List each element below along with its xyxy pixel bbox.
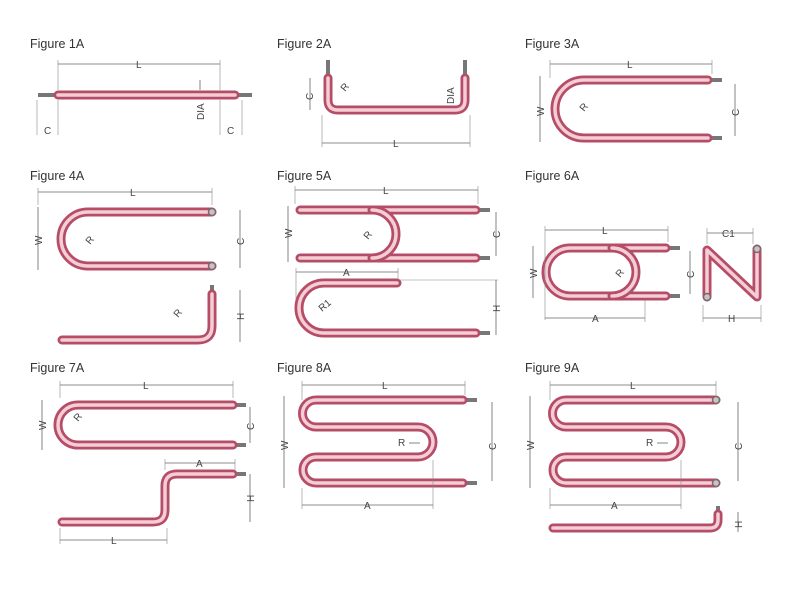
tube-highlight — [544, 246, 668, 298]
dim-label: C — [731, 109, 742, 116]
dim-label: C — [492, 231, 503, 238]
dim-label: C — [44, 126, 51, 137]
figure-title: Figure 8A — [277, 361, 332, 375]
dim-label: W — [529, 268, 540, 278]
dim-label: H — [246, 495, 257, 502]
dim-label: L — [143, 381, 149, 392]
tube-highlight — [60, 292, 214, 342]
tube — [298, 395, 468, 488]
figure-title: Figure 3A — [525, 37, 580, 51]
tube-end-cap — [752, 244, 762, 254]
dim-label: W — [38, 420, 49, 430]
tube — [550, 75, 713, 143]
tube-end-cap — [711, 478, 721, 488]
tube — [367, 205, 401, 263]
dim-label: DIA — [446, 87, 457, 104]
tube-end-cap — [702, 292, 712, 302]
tube — [323, 73, 470, 115]
dim-label: L — [627, 60, 633, 71]
dim-label: R1 — [317, 297, 334, 314]
dim-label: C — [734, 443, 745, 450]
dim-label: L — [382, 381, 388, 392]
dim-label: A — [611, 501, 618, 512]
dim-label: C — [686, 271, 697, 278]
tube-highlight — [705, 247, 759, 299]
figure-title: Figure 2A — [277, 37, 332, 51]
figure-4a: Figure 4A L W R C R H — [30, 169, 247, 345]
dim-label: C — [246, 423, 257, 430]
dim-label: C — [227, 126, 234, 137]
dim-label: R — [614, 267, 627, 280]
dim-label: L — [136, 60, 142, 71]
dim-label: A — [364, 501, 371, 512]
tube — [57, 289, 217, 345]
figure-title: Figure 7A — [30, 361, 85, 375]
figure-title: Figure 4A — [30, 169, 85, 183]
dim-label: R — [646, 438, 653, 449]
figure-title: Figure 9A — [525, 361, 580, 375]
figure-9a: Figure 9A L W R C A H — [525, 361, 745, 533]
dim-label: L — [393, 139, 399, 150]
figure-title: Figure 6A — [525, 169, 580, 183]
figure-1a: Figure 1A L DIA C C — [30, 37, 252, 137]
dim-label: R — [84, 234, 97, 247]
figure-6a: Figure 6A L W R C A C1 H — [525, 169, 762, 325]
tube-end-cap — [207, 261, 217, 271]
tube-end-cap — [711, 395, 721, 405]
dim-label: L — [630, 381, 636, 392]
dim-label: R — [398, 438, 405, 449]
figure-7a: Figure 7A L W R C A H L — [30, 361, 257, 547]
figure-3a: Figure 3A L W R C — [525, 37, 742, 143]
figure-2a: Figure 2A C R DIA L — [277, 37, 471, 150]
figure-title: Figure 1A — [30, 37, 85, 51]
tube — [57, 469, 238, 527]
dim-label: C — [305, 93, 316, 100]
dim-label: L — [602, 226, 608, 237]
dim-label: R — [578, 101, 591, 114]
tube-highlight — [300, 398, 465, 485]
tube-highlight — [60, 472, 235, 524]
tube — [548, 395, 721, 488]
dim-label: H — [728, 314, 735, 325]
dim-label: C — [236, 238, 247, 245]
dim-label: W — [536, 106, 547, 116]
figure-title: Figure 5A — [277, 169, 332, 183]
dim-label: R — [339, 81, 352, 94]
dim-label: C — [488, 443, 499, 450]
dim-label: A — [592, 314, 599, 325]
tube-highlight — [326, 76, 467, 112]
dim-label: H — [492, 305, 503, 312]
tube — [541, 243, 671, 301]
dim-label: H — [734, 521, 745, 528]
dim-label: H — [236, 313, 247, 320]
figure-5a: Figure 5A L W R C A R1 H — [277, 169, 503, 338]
dim-label: L — [111, 536, 117, 547]
tube-highlight — [56, 403, 235, 447]
tube-highlight — [297, 281, 478, 335]
tube-highlight — [610, 246, 638, 298]
tube — [53, 400, 238, 450]
dim-label: W — [284, 228, 295, 238]
tube-end-cap — [207, 207, 217, 217]
dim-label: L — [130, 188, 136, 199]
tube-highlight — [551, 512, 720, 530]
tube-highlight — [550, 398, 718, 485]
dim-label: W — [280, 440, 291, 450]
dim-label: L — [383, 186, 389, 197]
figure-8a: Figure 8A L W R C A — [277, 361, 499, 512]
dim-label: C1 — [722, 229, 735, 240]
dim-label: A — [196, 459, 203, 470]
tube-highlight — [553, 78, 710, 140]
tube-highlight — [370, 208, 398, 260]
dim-label: W — [526, 440, 537, 450]
tube — [548, 509, 723, 533]
tube-highlight — [59, 210, 214, 268]
dim-label: R — [172, 307, 185, 320]
dim-label: A — [343, 268, 350, 279]
dim-label: DIA — [196, 103, 207, 120]
dim-label: R — [362, 229, 375, 242]
dim-label: R — [72, 411, 85, 424]
dim-label: W — [34, 235, 45, 245]
